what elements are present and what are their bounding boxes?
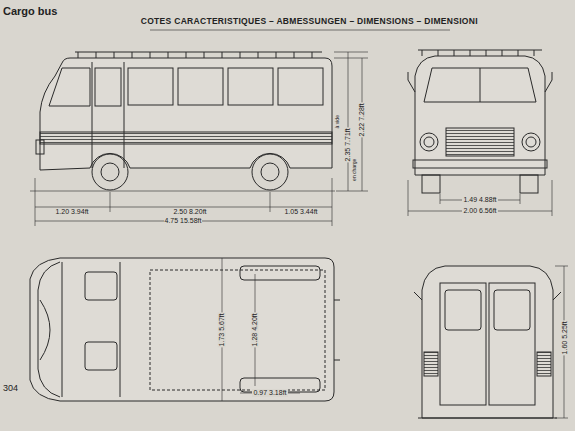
- dimension-label: 1.28 4.20ft: [251, 312, 259, 347]
- dimension-label: 1.60 5.25ft: [561, 320, 569, 355]
- dimension-label: à vide: [335, 114, 341, 129]
- dimension-label: 1.05 3.44ft: [283, 208, 318, 216]
- dimension-label: 2.35 7.71ft: [344, 127, 352, 162]
- page-number: 304: [2, 384, 19, 394]
- drawing-title: COTES CARACTERISTIQUES – ABMESSUNGEN – D…: [140, 17, 479, 26]
- dimension-label: en charge: [352, 158, 358, 182]
- dimension-label: 1.73 5.67ft: [218, 312, 226, 347]
- page-header: Cargo bus: [2, 5, 58, 17]
- dimension-label: 1.20 3.94ft: [54, 208, 89, 216]
- dimension-label: 1.49 4.88ft: [462, 196, 497, 204]
- dimension-label: 0.97 3.18ft: [252, 389, 287, 397]
- dimension-label: 2.22 7.28ft: [358, 102, 366, 137]
- dimension-label: 4.75 15.58ft: [164, 217, 203, 225]
- dimension-label: 2.00 6.56ft: [462, 207, 497, 215]
- dimension-label: 2.50 8.20ft: [172, 208, 207, 216]
